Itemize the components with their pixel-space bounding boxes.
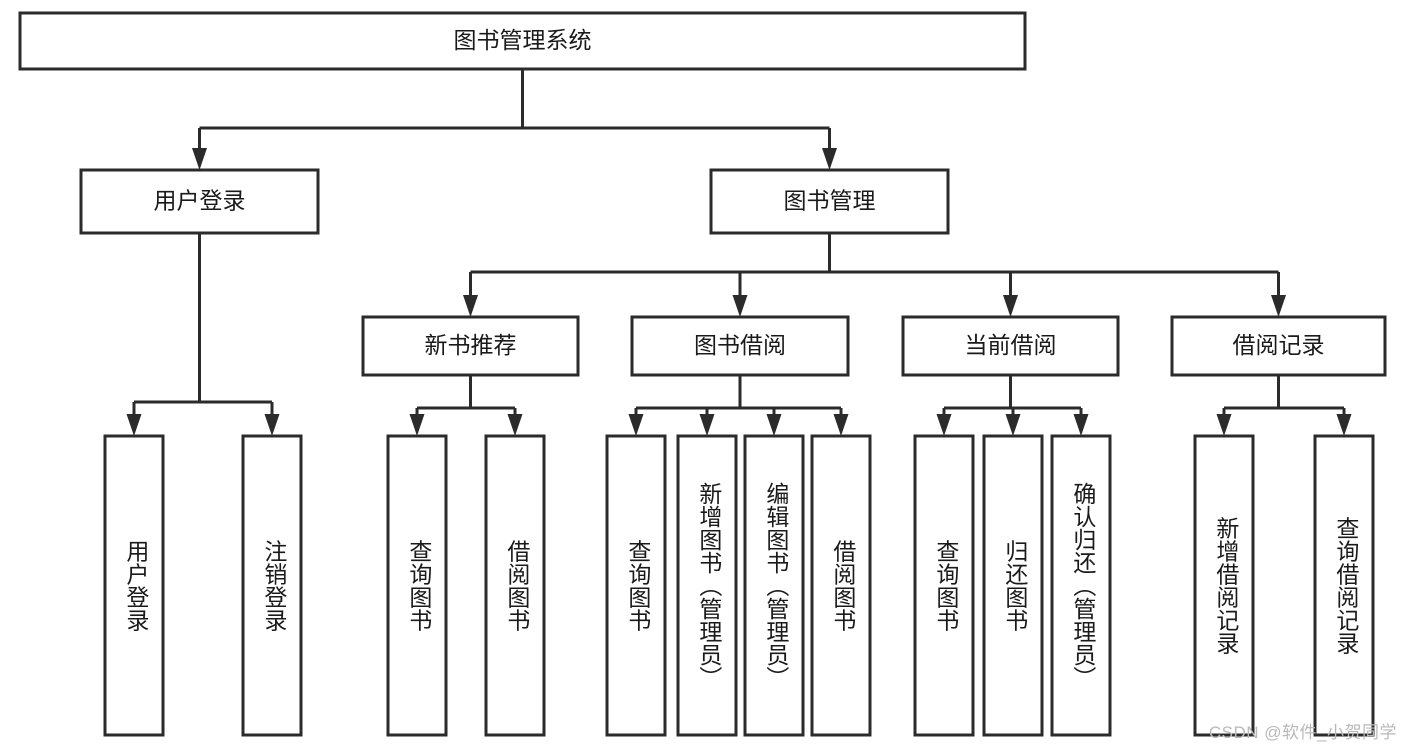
node-label: 图书借阅 <box>694 332 786 358</box>
node-leaf-edit-book[interactable]: 编辑图书（管理员） <box>743 434 805 737</box>
node-box[interactable] <box>484 434 546 737</box>
node-label: 新增借阅记录 <box>1213 517 1240 655</box>
arrow-head-icon <box>1216 414 1232 436</box>
arrow-head-icon <box>628 414 644 436</box>
node-leaf-query-book-1[interactable]: 查询图书 <box>386 434 448 737</box>
node-label: 当前借阅 <box>965 332 1057 358</box>
node-label: 注销登录 <box>261 540 288 632</box>
node-current-borrow[interactable]: 当前借阅 <box>901 315 1120 377</box>
node-box[interactable] <box>676 434 738 737</box>
arrow-head-icon <box>936 414 952 436</box>
arrow-head-icon <box>1003 295 1018 317</box>
node-leaf-user-login[interactable]: 用户登录 <box>103 434 165 737</box>
node-root[interactable]: 图书管理系统 <box>18 11 1027 71</box>
arrow-head-icon <box>264 414 280 436</box>
node-book-manage[interactable]: 图书管理 <box>709 168 950 235</box>
edge-group-user-login <box>126 233 280 436</box>
arrow-head-icon <box>766 414 782 436</box>
node-box[interactable] <box>605 434 667 737</box>
node-leaf-query-book-3[interactable]: 查询图书 <box>913 434 975 737</box>
node-label: 查询图书 <box>625 540 652 632</box>
node-box[interactable] <box>1050 434 1112 737</box>
arrow-head-icon <box>732 295 748 317</box>
node-box[interactable] <box>1313 434 1375 737</box>
node-leaf-logout[interactable]: 注销登录 <box>241 434 303 737</box>
node-label: 编辑图书（管理员） <box>763 482 790 689</box>
edge-group-borrow-record <box>1216 375 1352 436</box>
node-box[interactable] <box>79 168 320 235</box>
node-label: 图书管理系统 <box>454 27 592 53</box>
arrow-head-icon <box>822 148 837 170</box>
node-leaf-borrow-book-2[interactable]: 借阅图书 <box>810 434 872 737</box>
node-leaf-borrow-book-1[interactable]: 借阅图书 <box>484 434 546 737</box>
node-leaf-add-record[interactable]: 新增借阅记录 <box>1193 434 1255 737</box>
node-label: 新书推荐 <box>425 332 517 358</box>
node-leaf-add-book[interactable]: 新增图书（管理员） <box>676 434 738 737</box>
node-label: 新增图书（管理员） <box>696 482 723 689</box>
node-leaf-return-book[interactable]: 归还图书 <box>982 434 1044 737</box>
arrow-head-icon <box>126 414 142 436</box>
node-box[interactable] <box>630 315 850 377</box>
node-box[interactable] <box>1170 315 1387 377</box>
edge-group-book-borrow <box>628 375 849 436</box>
arrow-head-icon <box>1005 414 1021 436</box>
edge-group-root <box>192 69 837 170</box>
node-label: 借阅图书 <box>504 540 531 632</box>
edge-group-new-book-rec <box>409 375 523 436</box>
node-leaf-query-record[interactable]: 查询借阅记录 <box>1313 434 1375 737</box>
node-box[interactable] <box>386 434 448 737</box>
node-book-borrow[interactable]: 图书借阅 <box>630 315 850 377</box>
node-label: 图书管理 <box>784 188 876 214</box>
node-box[interactable] <box>913 434 975 737</box>
node-label: 确认归还（管理员） <box>1070 482 1097 689</box>
node-label: 用户登录 <box>154 188 246 214</box>
arrow-head-icon <box>507 414 523 436</box>
node-leaf-confirm-return[interactable]: 确认归还（管理员） <box>1050 434 1112 737</box>
edge-group-book-manage <box>463 233 1286 317</box>
node-label: 借阅记录 <box>1233 332 1325 358</box>
node-box[interactable] <box>18 11 1027 71</box>
node-label: 借阅图书 <box>830 540 857 632</box>
node-box[interactable] <box>103 434 165 737</box>
node-leaf-query-book-2[interactable]: 查询图书 <box>605 434 667 737</box>
node-label: 用户登录 <box>123 540 150 632</box>
node-box[interactable] <box>361 315 580 377</box>
node-box[interactable] <box>1193 434 1255 737</box>
node-label: 归还图书 <box>1002 540 1029 632</box>
arrow-head-icon <box>192 148 207 170</box>
node-box[interactable] <box>743 434 805 737</box>
node-box[interactable] <box>901 315 1120 377</box>
node-borrow-record[interactable]: 借阅记录 <box>1170 315 1387 377</box>
arrow-head-icon <box>409 414 425 436</box>
node-box[interactable] <box>241 434 303 737</box>
node-box[interactable] <box>709 168 950 235</box>
node-label: 查询借阅记录 <box>1333 517 1360 655</box>
arrow-head-icon <box>699 414 715 436</box>
node-label: 查询图书 <box>933 540 960 632</box>
node-new-book-rec[interactable]: 新书推荐 <box>361 315 580 377</box>
nodes-layer: 图书管理系统用户登录图书管理新书推荐图书借阅当前借阅借阅记录用户登录注销登录查询… <box>18 11 1387 737</box>
arrow-head-icon <box>1073 414 1089 436</box>
arrow-head-icon <box>463 295 478 317</box>
edge-group-current-borrow <box>936 375 1089 436</box>
edges-layer <box>126 69 1352 436</box>
arrow-head-icon <box>1271 295 1286 317</box>
node-box[interactable] <box>982 434 1044 737</box>
node-label: 查询图书 <box>406 540 433 632</box>
node-box[interactable] <box>810 434 872 737</box>
arrow-head-icon <box>833 414 849 436</box>
arrow-head-icon <box>1336 414 1352 436</box>
node-user-login[interactable]: 用户登录 <box>79 168 320 235</box>
